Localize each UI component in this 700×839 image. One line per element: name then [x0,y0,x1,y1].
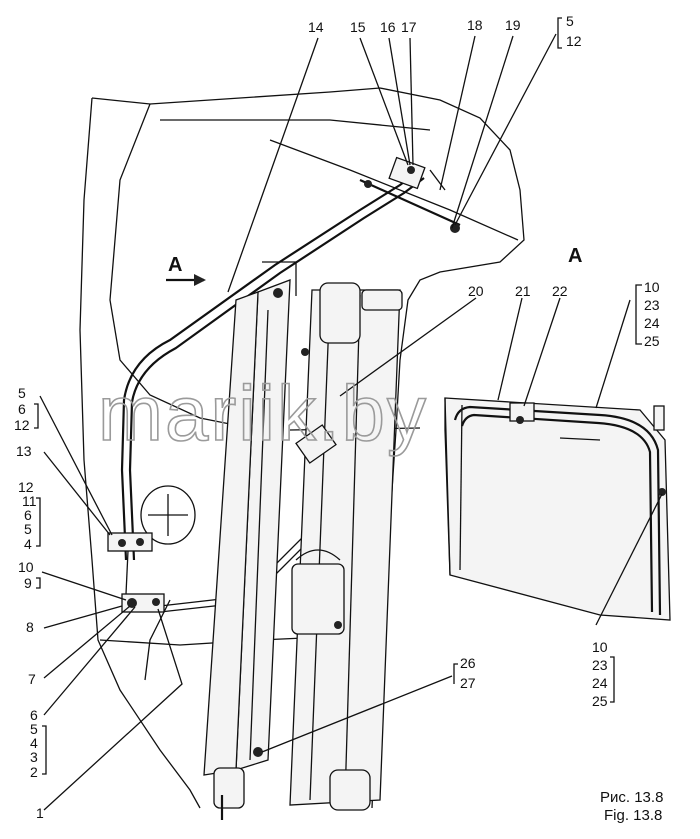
view-a-title: A [568,245,582,267]
callout-20: 20 [468,283,484,299]
callout-text: 12 [14,417,30,433]
callout-text: 6 [30,707,38,723]
callout-1: 1 [36,805,44,821]
callout-17: 17 [401,19,417,35]
callout-text: 10 [18,559,34,575]
callout-text: 25 [592,693,608,709]
callout-15: 15 [350,19,366,35]
radiator-assembly [203,261,403,820]
callout-text: 12 [566,33,582,49]
callout-group-10-25-top: 10 23 24 25 [635,279,660,349]
callout-21: 21 [515,283,531,299]
callout-text: 23 [644,297,660,313]
callout-text: 24 [592,675,608,691]
callout-13: 13 [16,443,32,459]
callout-text: 4 [24,536,32,552]
callout-text: 5 [566,13,574,29]
callout-text: 3 [30,749,38,765]
callout-text: 5 [24,521,32,537]
callout-22: 22 [552,283,568,299]
callout-text: 4 [30,735,38,751]
callout-text: 9 [24,575,32,591]
callout-text: 2 [30,764,38,780]
callout-text: 10 [592,639,608,655]
upper-bracket [359,156,461,233]
pipe-14 [120,169,425,561]
callout-group-5-6-12: 5 6 12 [14,385,39,433]
callout-group-12-4: 12 11 6 5 4 [18,479,41,552]
callout-text: 6 [18,401,26,417]
callout-text: 25 [644,333,660,349]
left-bracket-13 [107,532,165,613]
callout-14: 14 [308,19,324,35]
round-tank [140,485,196,545]
view-arrow-a: A [166,254,206,286]
leader-lines [39,33,663,811]
callout-7: 7 [28,671,36,687]
callout-text: 27 [460,675,476,691]
callout-text: 26 [460,655,476,671]
callout-text: 23 [592,657,608,673]
callout-text: 5 [18,385,26,401]
callout-18: 18 [467,17,483,33]
callout-8: 8 [26,619,34,635]
watermark: mariik.by [98,369,428,457]
callout-text: 11 [22,493,37,509]
callout-text: 12 [18,479,34,495]
view-a-inset [444,397,671,621]
callout-16: 16 [380,19,396,35]
view-arrow-a-label: A [168,254,182,276]
caption-ru: Рис. 13.8 [600,789,663,806]
callout-labels: 14 15 16 17 18 19 5 12 20 21 22 10 23 24… [14,13,660,821]
callout-group-10-9: 10 9 [18,559,41,591]
callout-19: 19 [505,17,521,33]
callout-text: 6 [24,507,32,523]
caption-en: Fig. 13.8 [604,807,662,824]
callout-group-6-2: 6 5 4 3 2 [30,707,47,780]
callout-text: 24 [644,315,660,331]
callout-text: 5 [30,721,38,737]
callout-text: 10 [644,279,660,295]
callout-group-26-27: 26 27 [453,655,476,691]
callout-group-5-12: 5 12 [557,13,582,49]
callout-group-10-25-bottom: 10 23 24 25 [592,639,615,709]
